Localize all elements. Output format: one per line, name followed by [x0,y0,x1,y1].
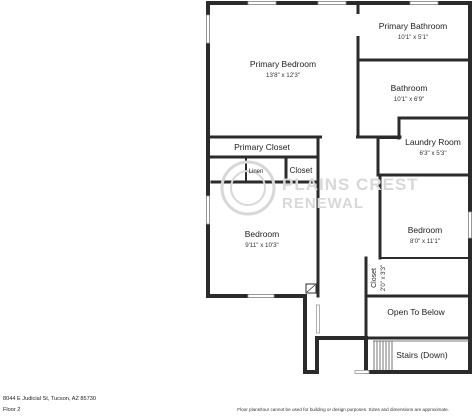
room-name-closet-vertical: Closet [371,268,378,288]
address-block: 8044 E Judicial St, Tucson, AZ 85730 Flo… [3,394,96,416]
room-dims-primary-bathroom: 10'1" x 5'1" [398,34,429,41]
hvac-hatch-line [306,284,316,293]
room-name-bedroom-right: Bedroom [408,225,443,235]
room-dims-closet-vertical: 2'0" x 3'3" [381,265,387,291]
room-dims-bedroom-right: 8'0" x 11'1" [410,238,440,245]
room-name-bedroom-left: Bedroom [245,229,280,239]
hvac-hatch [305,283,317,294]
room-dims-bathroom: 10'1" x 6'9" [394,96,425,103]
watermark: PLAINS CREST RENEWAL [220,160,419,216]
windows [206,1,472,374]
room-dims-laundry-room: 6'3" x 5'3" [419,150,446,157]
room-dims-primary-bedroom: 13'8" x 12'3" [266,72,300,79]
room-name-open-to-below: Open To Below [387,307,445,317]
room-name-linen: Linen [249,169,264,175]
room-name-closet-small: Closet [290,166,313,175]
room-dims-bedroom-left: 9'11" x 10'3" [245,242,278,249]
room-labels: Primary Bedroom 13'8" x 12'3" Primary Ba… [234,21,461,360]
disclaimer: Floor plans/tour cannot be used for buil… [237,407,449,412]
door-openings [302,14,360,291]
room-name-stairs: Stairs (Down) [396,350,448,360]
room-name-primary-bedroom: Primary Bedroom [250,59,316,69]
property-address: 8044 E Judicial St, Tucson, AZ 85730 [3,396,96,402]
room-name-laundry-room: Laundry Room [405,137,461,147]
room-name-primary-closet: Primary Closet [234,142,290,152]
room-name-primary-bathroom: Primary Bathroom [379,21,448,31]
floor-label: Floor 2 [3,407,21,413]
stairs-treads [373,340,470,370]
room-name-bathroom: Bathroom [391,83,428,93]
watermark-logo-icon [220,160,276,216]
watermark-line1: PLAINS CREST [282,175,419,194]
watermark-line2: RENEWAL [282,195,364,212]
